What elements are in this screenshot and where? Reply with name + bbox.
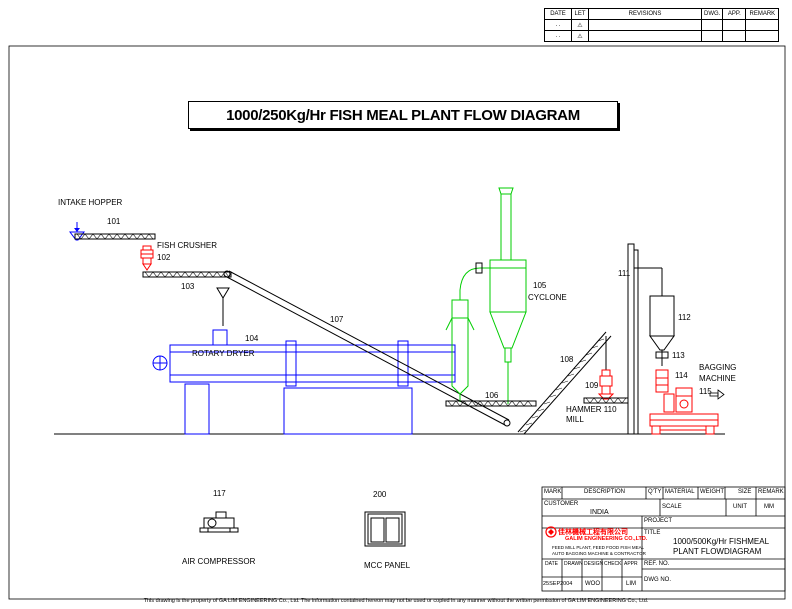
mcc-panel-icon — [364, 511, 406, 547]
revision-table: DATE LET REVISIONS DWG. APP. REMARK . . … — [544, 8, 780, 42]
label-105: 105 — [533, 281, 547, 290]
conveyor-106 — [445, 400, 537, 407]
inclined-conveyor-108 — [517, 331, 612, 435]
rev-row2-date: . . — [544, 30, 572, 42]
tb-scale-label: SCALE — [662, 504, 682, 510]
label-bagging: BAGGING — [699, 363, 737, 372]
rev-header-remark: REMARK — [745, 8, 780, 20]
label-108: 108 — [560, 355, 574, 364]
label-mcc-panel: MCC PANEL — [364, 561, 411, 570]
label-mill: MILL — [566, 415, 584, 424]
rev-header-app: APP. — [722, 8, 747, 20]
bagging-machine-114 — [649, 369, 719, 435]
tb-check-header: CHECK — [604, 561, 622, 567]
tb-header-size: SIZE — [738, 489, 752, 495]
inclined-conveyor-107 — [223, 270, 511, 427]
tb-header-remark: REMARK — [758, 489, 784, 495]
tb-company-desc1: FEED MILL PLANT, FEED FOOD FISH MEAL — [552, 545, 645, 550]
label-117: 117 — [213, 489, 226, 498]
tb-customer: INDIA — [590, 509, 609, 516]
rev-row2-let-icon: ⚠ — [571, 30, 589, 42]
sheet-border — [8, 45, 786, 600]
rev-row1-date: . . — [544, 19, 572, 31]
rev-header-date: DATE — [544, 8, 572, 20]
label-rotary-dryer: ROTARY DRYER — [192, 349, 255, 358]
bucket-elevator-111 — [627, 243, 663, 435]
footer-disclaimer: This drawing is the property of GA LIM E… — [143, 598, 649, 604]
tb-header-weight: WEIGHT — [700, 489, 724, 495]
label-113: 113 — [672, 351, 685, 360]
tb-header-material: MATERIAL — [665, 489, 695, 495]
label-101: 101 — [107, 217, 121, 226]
tb-drawing-title-2: PLANT FLOWDIAGRAM — [673, 547, 762, 556]
rev-row1-let-icon: ⚠ — [571, 19, 589, 31]
bin-112 — [649, 295, 675, 366]
tb-company-cn: 佳林機械工程有限公司 — [558, 529, 628, 536]
label-200: 200 — [373, 490, 387, 499]
tb-design: WOO — [585, 581, 600, 587]
tb-appr: LIM — [626, 581, 637, 587]
tb-dwg-no-label: DWG NO. — [644, 577, 671, 583]
tb-unit: MM — [764, 504, 774, 510]
label-fish-crusher: FISH CRUSHER — [157, 241, 218, 250]
label-109: 109 — [585, 381, 599, 390]
tb-header-mark: MARK — [544, 489, 562, 495]
conveyor-103 — [142, 271, 232, 326]
label-cyclone: CYCLONE — [528, 293, 567, 302]
tb-company-desc2: AUTO BAGGING MACHINE & CONTRACTOR — [552, 551, 646, 556]
label-111: 111 — [618, 269, 631, 278]
tb-date-header: DATE — [545, 561, 558, 567]
tb-drawing-title-1: 1000/500Kg/Hr FISHMEAL — [673, 537, 770, 546]
tb-date: 25SEP2004 — [543, 581, 573, 587]
rev-header-dwg: DWG. — [700, 8, 724, 20]
tb-title-label: TITLE — [644, 530, 661, 536]
tb-header-qty: Q'TY — [648, 489, 662, 495]
tb-unit-label: UNIT — [733, 504, 747, 510]
label-102: 102 — [157, 253, 171, 262]
tb-company-en: GALIM ENGINEERING CO.,LTD. — [565, 536, 648, 542]
tb-design-header: DESIGN — [584, 561, 604, 567]
label-107: 107 — [330, 315, 344, 324]
fish-crusher-102 — [140, 245, 154, 271]
tb-project-label: PROJECT — [644, 518, 673, 524]
label-hammer-mill: HAMMER 110 — [566, 405, 617, 414]
tb-drawn-header: DRAWN — [564, 561, 583, 567]
rotary-dryer-104 — [152, 329, 456, 435]
label-machine: MACHINE — [699, 374, 736, 383]
label-115: 115 — [699, 387, 712, 396]
outlet-arrow-icon — [709, 389, 725, 400]
hammer-mill-109 — [597, 369, 615, 400]
rev-header-revisions: REVISIONS — [588, 8, 702, 20]
company-logo — [545, 526, 557, 538]
tb-ref-no-label: REF. NO. — [644, 561, 670, 567]
label-air-compressor: AIR COMPRESSOR — [182, 557, 256, 566]
label-103: 103 — [181, 282, 195, 291]
air-compressor-icon — [199, 511, 239, 533]
label-114: 114 — [675, 371, 688, 380]
label-112: 112 — [678, 313, 691, 322]
tb-header-description: DESCRIPTION — [584, 489, 626, 495]
label-intake-hopper: INTAKE HOPPER — [58, 198, 123, 207]
tb-customer-label: CUSTOMER — [544, 501, 579, 507]
title-block-lines — [541, 486, 786, 592]
page-title: 1000/250Kg/Hr FISH MEAL PLANT FLOW DIAGR… — [188, 101, 618, 129]
label-104: 104 — [245, 334, 259, 343]
rev-header-let: LET — [571, 8, 589, 20]
tb-appr-header: APPR — [624, 561, 638, 567]
label-106: 106 — [485, 391, 499, 400]
intake-hopper-101 — [69, 222, 156, 241]
cyclone-105 — [445, 187, 527, 404]
